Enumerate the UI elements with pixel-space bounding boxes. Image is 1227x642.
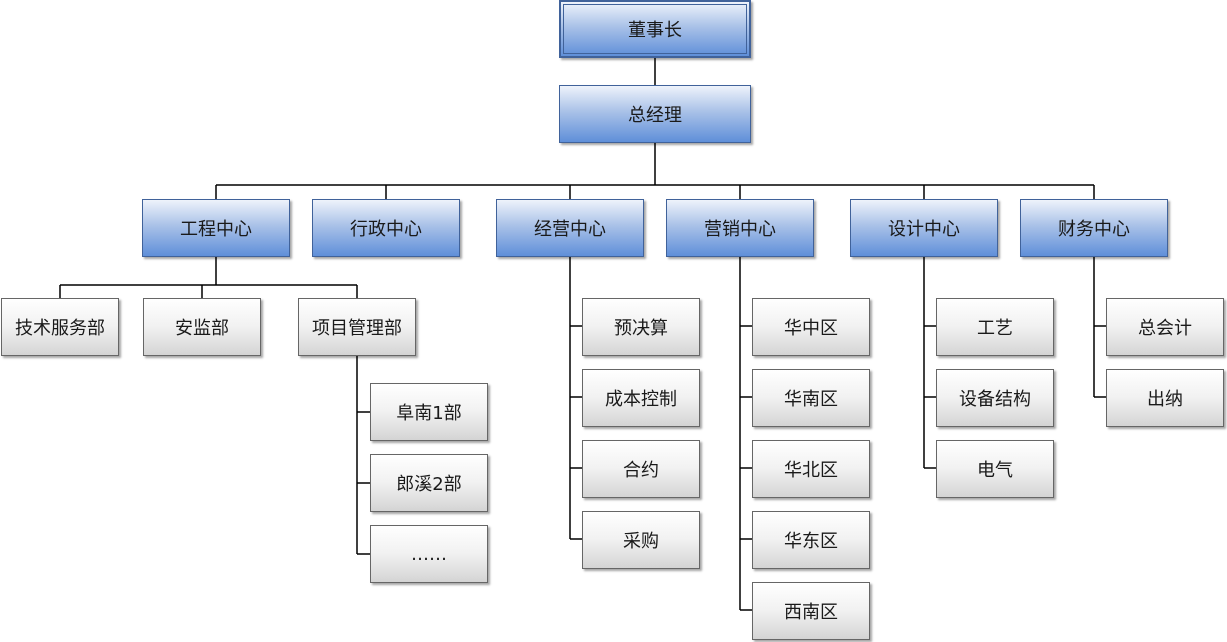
node-label: 设计中心 [888, 219, 960, 240]
node-label: 阜南1部 [396, 403, 462, 424]
node-label: 华北区 [784, 460, 838, 481]
node-label: 西南区 [784, 602, 838, 623]
node-label: 工艺 [977, 318, 1013, 339]
node-admin-center: 行政中心 [312, 199, 460, 257]
node-label: 安监部 [175, 318, 229, 339]
node-project-more: …… [370, 525, 488, 583]
node-label: 华南区 [784, 389, 838, 410]
node-marketing-center: 营销中心 [666, 199, 814, 257]
node-label: 华东区 [784, 531, 838, 552]
node-tech-service-dept: 技术服务部 [1, 298, 119, 356]
node-label: 采购 [623, 531, 659, 552]
node-design-item: 工艺 [936, 298, 1054, 356]
node-region: 华南区 [752, 369, 870, 427]
node-label: 出纳 [1147, 389, 1183, 410]
node-label: 技术服务部 [15, 318, 105, 339]
node-region: 华东区 [752, 511, 870, 569]
node-label: 设备结构 [959, 389, 1031, 410]
node-finance-center: 财务中心 [1020, 199, 1168, 257]
node-project-1: 阜南1部 [370, 383, 488, 441]
node-region: 华中区 [752, 298, 870, 356]
node-label: 电气 [977, 460, 1013, 481]
node-safety-dept: 安监部 [143, 298, 261, 356]
node-label: 项目管理部 [312, 318, 402, 339]
node-project-mgmt-dept: 项目管理部 [298, 298, 416, 356]
node-operations-center: 经营中心 [496, 199, 644, 257]
node-general-manager-label: 总经理 [628, 105, 682, 126]
node-general-manager: 总经理 [559, 85, 751, 143]
node-label: …… [411, 543, 447, 565]
node-label: 工程中心 [180, 219, 252, 240]
node-finance-item: 出纳 [1106, 369, 1224, 427]
node-label: 华中区 [784, 318, 838, 339]
node-project-2: 郎溪2部 [370, 454, 488, 512]
node-label: 经营中心 [534, 219, 606, 240]
node-label: 预决算 [614, 318, 668, 339]
node-label: 成本控制 [605, 389, 677, 410]
node-ops-item: 合约 [582, 440, 700, 498]
node-label: 财务中心 [1058, 219, 1130, 240]
node-ops-item: 采购 [582, 511, 700, 569]
node-ops-item: 成本控制 [582, 369, 700, 427]
node-chairman-label: 董事长 [628, 20, 682, 41]
node-region: 华北区 [752, 440, 870, 498]
node-finance-item: 总会计 [1106, 298, 1224, 356]
node-design-center: 设计中心 [850, 199, 998, 257]
node-label: 郎溪2部 [396, 474, 462, 495]
node-engineering-center: 工程中心 [142, 199, 290, 257]
node-chairman: 董事长 [559, 0, 751, 58]
node-region: 西南区 [752, 582, 870, 640]
node-label: 合约 [623, 460, 659, 481]
node-label: 总会计 [1138, 318, 1192, 339]
node-design-item: 设备结构 [936, 369, 1054, 427]
node-design-item: 电气 [936, 440, 1054, 498]
node-ops-item: 预决算 [582, 298, 700, 356]
node-label: 营销中心 [704, 219, 776, 240]
node-label: 行政中心 [350, 219, 422, 240]
